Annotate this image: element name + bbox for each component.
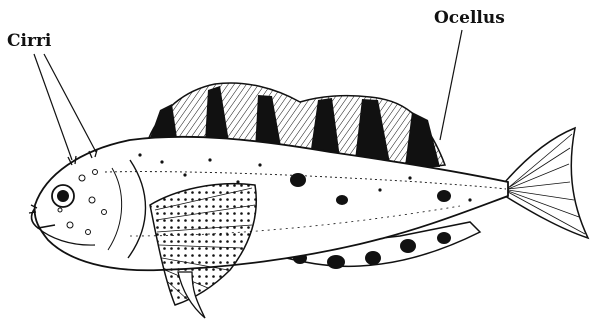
ocellus-label: Ocellus [434, 10, 505, 27]
ocellus-leader [440, 30, 462, 140]
eye-pupil [57, 190, 69, 202]
pectoral-fin [150, 184, 256, 305]
cirri-label: Cirri [7, 33, 51, 50]
caudal-fin [505, 128, 588, 238]
cirri-leaders [34, 54, 96, 160]
